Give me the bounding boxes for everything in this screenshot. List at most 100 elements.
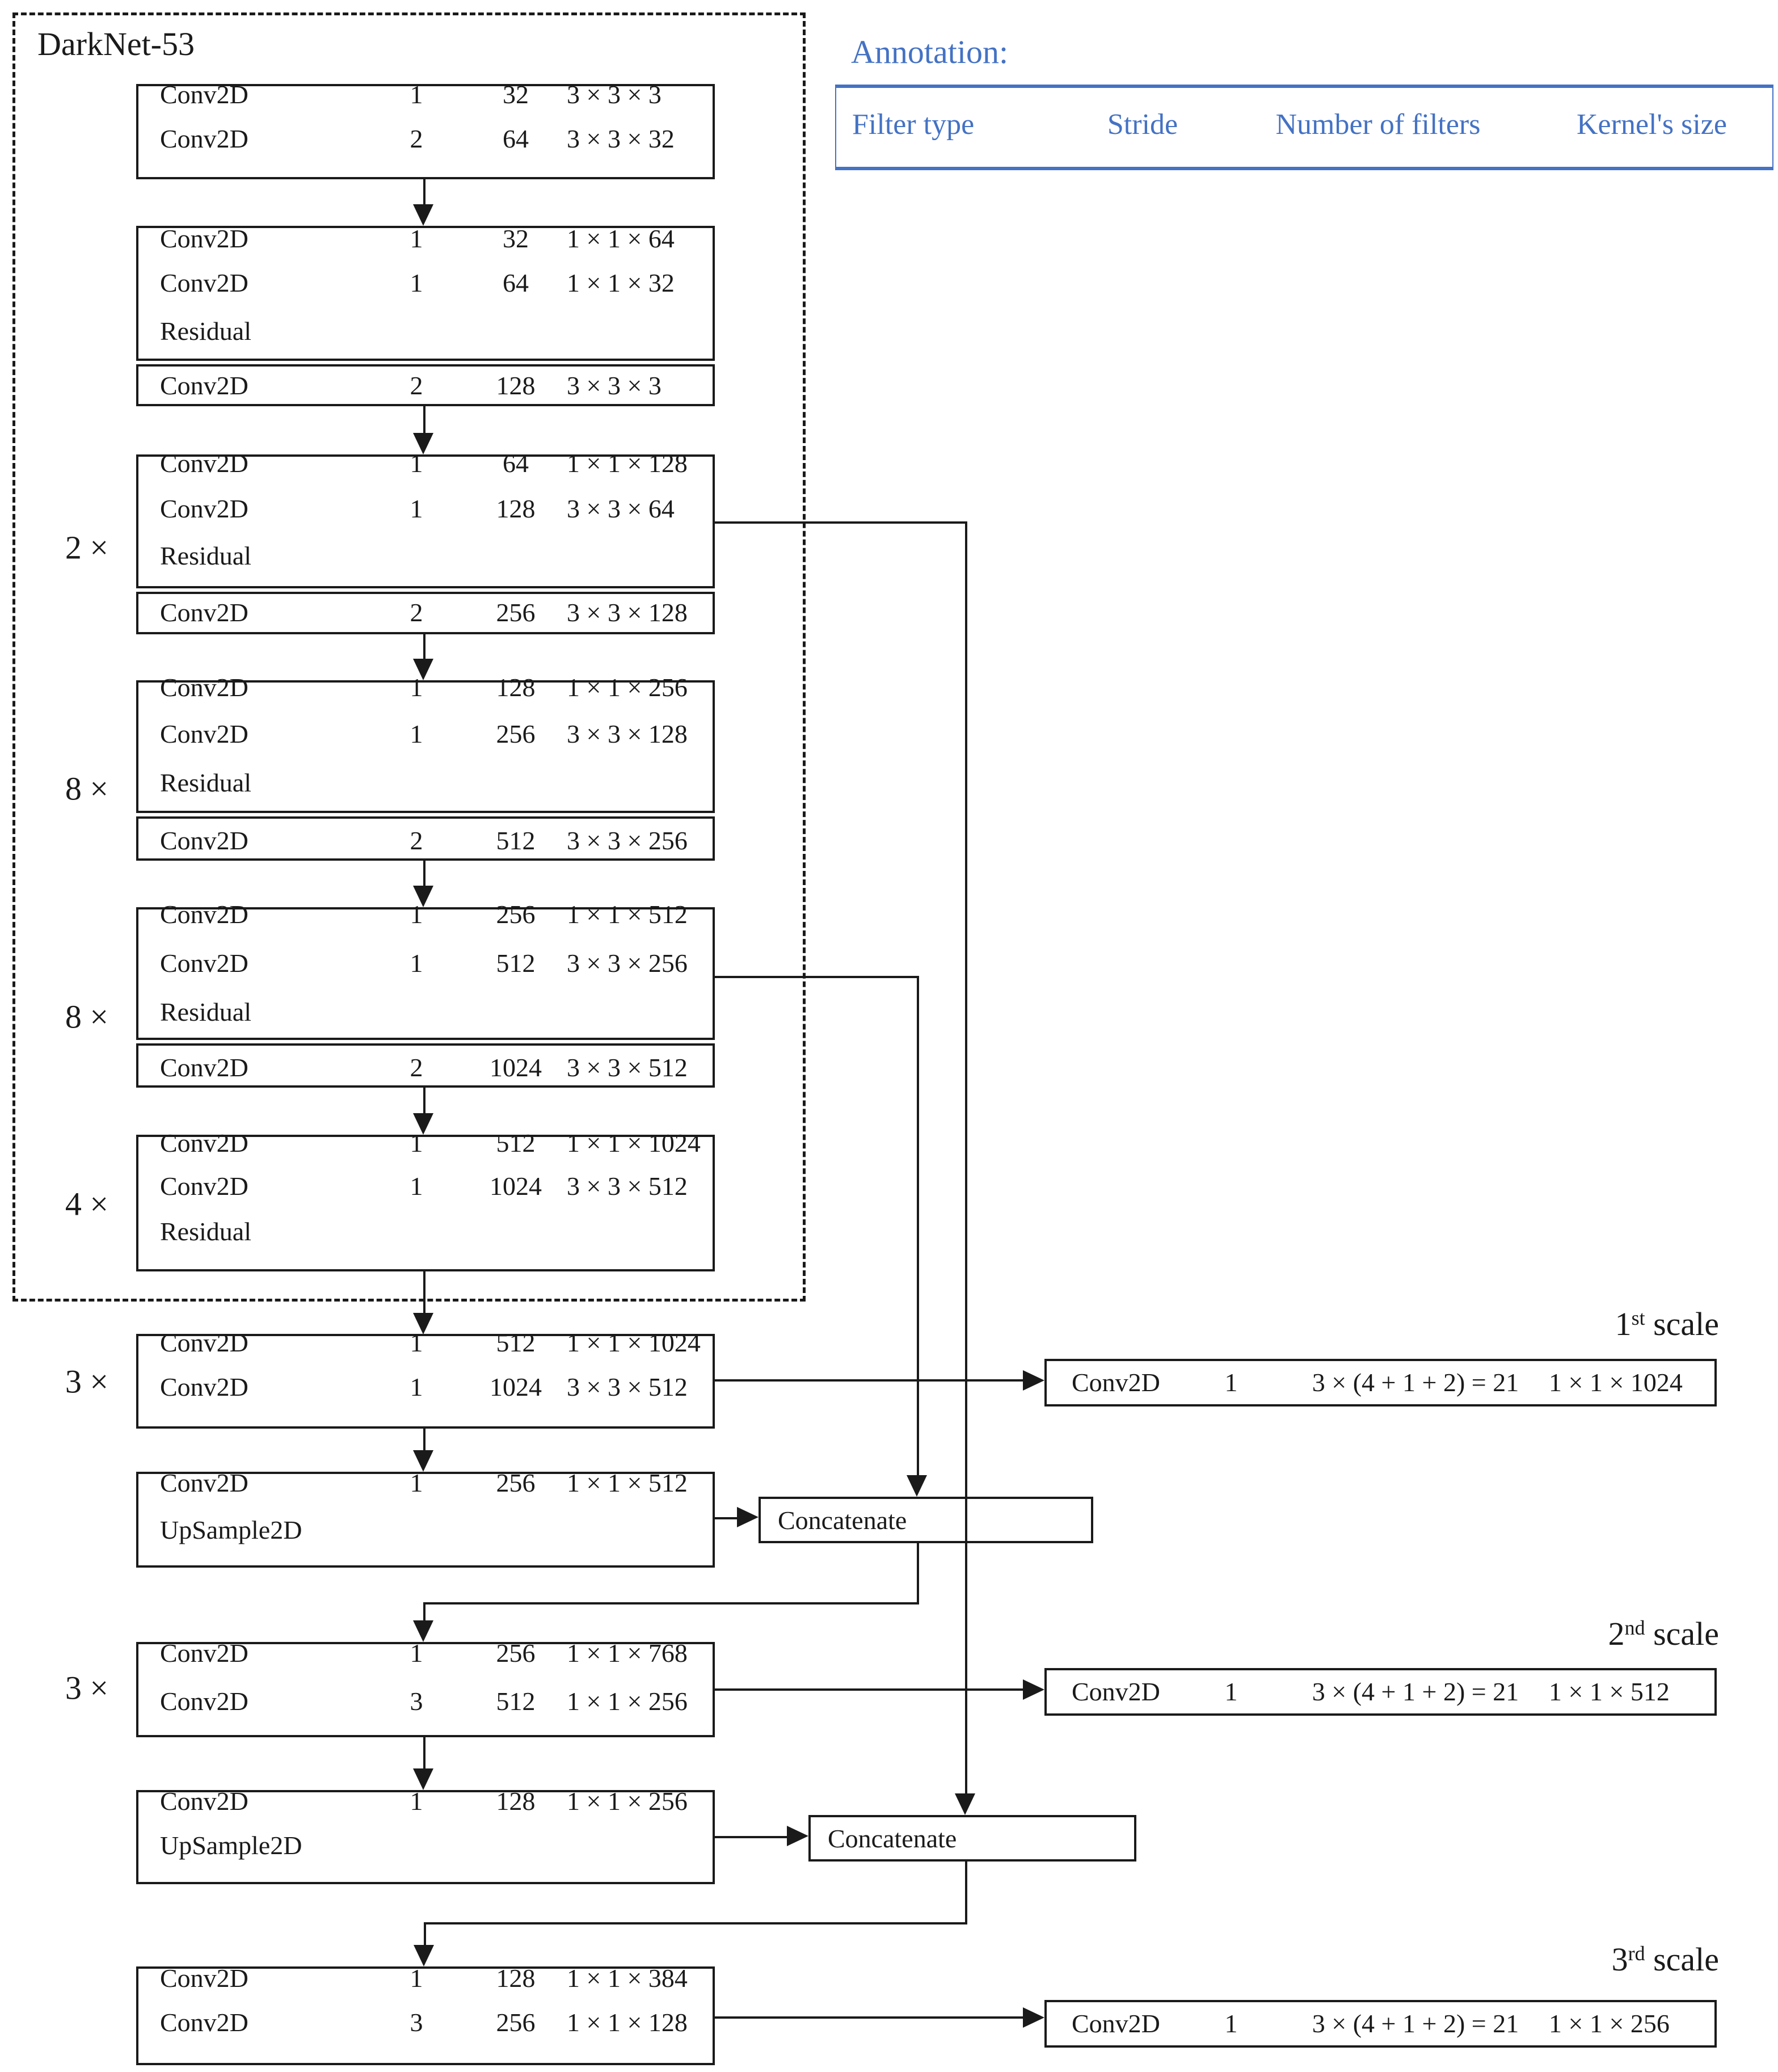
layer-type: Conv2D [160, 449, 248, 478]
output-box-scale-3: Conv2D 1 3 × (4 + 1 + 2) = 21 1 × 1 × 25… [1044, 2000, 1717, 2048]
output-box-scale-2: Conv2D 1 3 × (4 + 1 + 2) = 21 1 × 1 × 51… [1044, 1668, 1717, 1716]
layer-filters: 256 [496, 719, 536, 748]
annotation-legend-box: Filter type Stride Number of filters Ker… [835, 85, 1773, 170]
layer-type: Conv2D [160, 80, 248, 109]
legend-kernel-size: Kernel's size [1577, 108, 1727, 141]
layer-kernel: 1 × 1 × 128 [567, 2008, 688, 2037]
arrowhead-down-icon [413, 204, 433, 226]
layer-type: Conv2D [160, 598, 248, 627]
layer-filters: 128 [496, 1787, 536, 1816]
layer-kernel: 3 × 3 × 512 [567, 1172, 688, 1201]
layer-kernel: 3 × 3 × 512 [567, 1372, 688, 1401]
arrowhead-down-icon [413, 1113, 433, 1135]
layer-row: Residual [138, 1216, 713, 1248]
layer-kernel: 3 × 3 × 3 [567, 371, 662, 400]
layer-filters: 128 [496, 673, 536, 702]
connector-line [917, 977, 919, 1476]
layer-filters: 3 × (4 + 1 + 2) = 21 [1312, 1368, 1519, 1397]
layer-kernel: 1 × 1 × 256 [567, 1787, 688, 1816]
layer-stride: 2 [410, 598, 423, 627]
layer-filters: 1024 [490, 1372, 542, 1401]
layer-stride: 1 [410, 80, 423, 109]
connector-line [423, 1088, 425, 1113]
layer-type: Conv2D [160, 1787, 248, 1816]
layer-filters: 256 [496, 1468, 536, 1497]
connector-line [715, 1836, 788, 1838]
layer-filters: 256 [496, 1639, 536, 1667]
connector-line [917, 1543, 919, 1603]
connector-line [424, 1924, 426, 1945]
layer-kernel: 1 × 1 × 512 [567, 1468, 688, 1497]
layer-row: Conv2D 1 1024 3 × 3 × 512 [138, 1371, 713, 1403]
layer-type: Residual [160, 1217, 251, 1246]
arrowhead-down-icon [955, 1793, 975, 1815]
connector-line [423, 861, 425, 886]
layer-row: UpSample2D [138, 1830, 713, 1862]
layer-kernel: 1 × 1 × 512 [567, 900, 688, 929]
output-box-scale-1: Conv2D 1 3 × (4 + 1 + 2) = 21 1 × 1 × 10… [1044, 1359, 1717, 1406]
layer-filters: 128 [496, 494, 536, 523]
repeat-multiplier: 8 × [65, 998, 109, 1035]
layer-filters: 1024 [490, 1053, 542, 1082]
legend-stride: Stride [1107, 108, 1178, 141]
arrowhead-down-icon [413, 1313, 433, 1334]
layer-type: Conv2D [160, 494, 248, 523]
legend-filter-type: Filter type [852, 108, 975, 141]
layer-filters: 3 × (4 + 1 + 2) = 21 [1312, 1677, 1519, 1706]
concatenate-label: Concatenate [828, 1823, 957, 1853]
repeat-multiplier: 8 × [65, 770, 109, 807]
arrowhead-down-icon [413, 1620, 433, 1642]
concatenate-label: Concatenate [778, 1505, 907, 1535]
layer-type: UpSample2D [160, 1831, 302, 1860]
legend-number-of-filters: Number of filters [1275, 108, 1481, 141]
layer-stride: 1 [410, 1372, 423, 1401]
layer-row: Residual [138, 540, 713, 572]
layer-filters: 256 [496, 900, 536, 929]
connector-line [423, 1602, 919, 1604]
connector-line [423, 1271, 425, 1313]
layer-type: Conv2D [160, 949, 248, 978]
layer-stride: 1 [410, 268, 423, 297]
layer-kernel: 3 × 3 × 128 [567, 598, 688, 627]
layer-filters: 512 [496, 1687, 536, 1716]
layer-type: Conv2D [160, 1687, 248, 1716]
connector-line [423, 406, 425, 433]
layer-stride: 1 [410, 719, 423, 748]
layer-stride: 1 [410, 224, 423, 253]
layer-kernel: 1 × 1 × 64 [567, 224, 675, 253]
layer-type: Conv2D [160, 1372, 248, 1401]
arrowhead-down-icon [414, 1945, 434, 1966]
layer-kernel: 1 × 1 × 1024 [567, 1328, 701, 1357]
backbone-title: DarkNet-53 [37, 26, 195, 62]
layer-type: Conv2D [1072, 2009, 1160, 2038]
layer-filters: 512 [496, 1328, 536, 1357]
layer-type: Conv2D [160, 826, 248, 855]
connector-line [715, 521, 967, 524]
layer-type: Residual [160, 317, 251, 346]
layer-type: Conv2D [1072, 1368, 1160, 1397]
layer-stride: 1 [410, 1328, 423, 1357]
annotation-title: Annotation: [851, 33, 1009, 70]
arrowhead-down-icon [413, 1768, 433, 1790]
layer-kernel: 3 × 3 × 256 [567, 826, 688, 855]
